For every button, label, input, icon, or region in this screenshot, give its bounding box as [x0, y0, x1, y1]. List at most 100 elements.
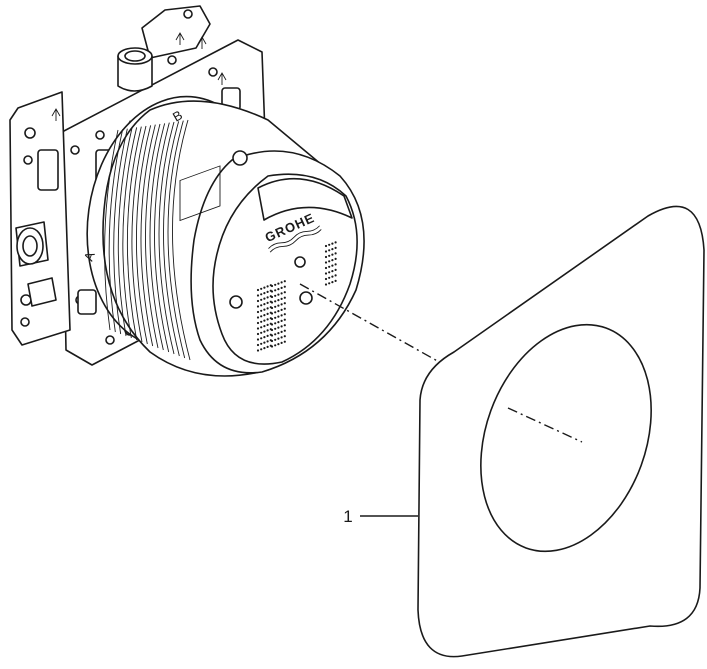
- instruction-dot: [328, 243, 331, 246]
- instruction-dot: [266, 290, 269, 293]
- instruction-dot: [328, 260, 331, 263]
- instruction-dot: [260, 298, 263, 301]
- instruction-dot: [256, 349, 260, 352]
- instruction-dot: [260, 342, 263, 345]
- valve-marker-icons: [179, 150, 313, 309]
- thread-line: [117, 127, 133, 337]
- instruction-dot: [334, 241, 337, 244]
- instruction-dot: [274, 283, 277, 286]
- instruction-dot: [274, 322, 277, 325]
- thread-line: [158, 121, 175, 355]
- instruction-dot: [263, 308, 266, 311]
- instruction-dot: [283, 335, 286, 338]
- instruction-dot: [266, 318, 269, 321]
- instruction-dots: [256, 241, 337, 352]
- instruction-dot: [324, 255, 328, 259]
- callout-1: 1: [343, 507, 418, 526]
- instruction-dot: [274, 300, 277, 303]
- instruction-dot: [334, 274, 337, 277]
- instruction-dot: [334, 268, 337, 271]
- instruction-dot: [256, 310, 260, 314]
- instruction-dot: [266, 329, 269, 332]
- instruction-dot: [283, 291, 286, 294]
- instruction-dot: [331, 264, 334, 267]
- instruction-dot: [324, 266, 328, 270]
- instruction-dot: [331, 281, 334, 284]
- instruction-dot: [270, 317, 274, 321]
- instruction-dot: [283, 313, 286, 316]
- thread-line: [167, 120, 186, 359]
- thread-line: [149, 123, 166, 351]
- instruction-dot: [260, 293, 263, 296]
- instruction-dot: [324, 244, 328, 248]
- instruction-dot: [280, 303, 283, 306]
- pipe-connections: [15, 47, 153, 307]
- thread-line: [122, 127, 138, 339]
- instruction-dot: [283, 318, 286, 321]
- instruction-dot: [270, 345, 274, 348]
- instruction-dot: [277, 293, 280, 296]
- instruction-dot: [324, 250, 328, 253]
- thread-lines: [104, 119, 191, 361]
- instruction-dot: [256, 316, 260, 319]
- instruction-dot: [277, 337, 280, 340]
- instruction-dot: [274, 311, 277, 314]
- thread-line: [163, 121, 180, 357]
- instruction-dot: [328, 282, 331, 285]
- instruction-dot: [331, 275, 334, 278]
- instruction-dot: [266, 285, 269, 288]
- instruction-dot: [256, 299, 260, 303]
- thread-line: [108, 129, 124, 333]
- instruction-dot: [270, 306, 274, 310]
- instruction-dot: [283, 340, 286, 343]
- instruction-dot: [280, 292, 283, 295]
- instruction-dot: [280, 314, 283, 317]
- instruction-dot: [280, 308, 283, 311]
- instruction-dot: [324, 283, 328, 286]
- thread-line: [140, 124, 156, 347]
- instruction-dot: [260, 337, 263, 340]
- instruction-dot: [260, 331, 263, 334]
- instruction-dot: [331, 242, 334, 245]
- instruction-dot: [263, 336, 266, 339]
- instruction-dot: [328, 249, 331, 252]
- instruction-dot: [277, 321, 280, 324]
- instruction-dot: [334, 252, 337, 255]
- instruction-dot: [280, 341, 283, 344]
- instruction-dot: [274, 344, 277, 347]
- instruction-dot: [266, 296, 269, 299]
- instruction-dot: [270, 334, 274, 337]
- instruction-dot: [260, 315, 263, 318]
- instruction-dot: [328, 265, 331, 268]
- instruction-dot: [280, 336, 283, 339]
- instruction-dot: [263, 347, 266, 350]
- instruction-dot: [260, 309, 263, 312]
- instruction-dot: [266, 345, 269, 348]
- instruction-dot: [256, 305, 260, 308]
- instruction-dot: [280, 286, 283, 289]
- instruction-dot: [324, 277, 328, 281]
- instruction-dot: [270, 290, 274, 293]
- instruction-dot: [263, 303, 266, 306]
- instruction-dot: [280, 297, 283, 300]
- instruction-dot: [270, 328, 274, 332]
- instruction-dot: [328, 276, 331, 279]
- instruction-dot: [283, 324, 286, 327]
- instruction-dot: [256, 294, 260, 297]
- instruction-dot: [328, 271, 331, 274]
- instruction-dot: [277, 282, 280, 285]
- instruction-dot: [274, 333, 277, 336]
- instruction-dot: [256, 321, 260, 325]
- instruction-dot: [274, 289, 277, 292]
- instruction-dot: [280, 330, 283, 333]
- thread-line: [104, 129, 119, 331]
- instruction-dot: [270, 284, 274, 288]
- instruction-dot: [274, 327, 277, 330]
- instruction-dot: [334, 246, 337, 249]
- concealed-body: GROHE A B: [81, 95, 365, 377]
- instruction-dot: [274, 294, 277, 297]
- instruction-dot: [263, 319, 266, 322]
- instruction-dot: [260, 326, 263, 329]
- callout-number: 1: [343, 507, 352, 526]
